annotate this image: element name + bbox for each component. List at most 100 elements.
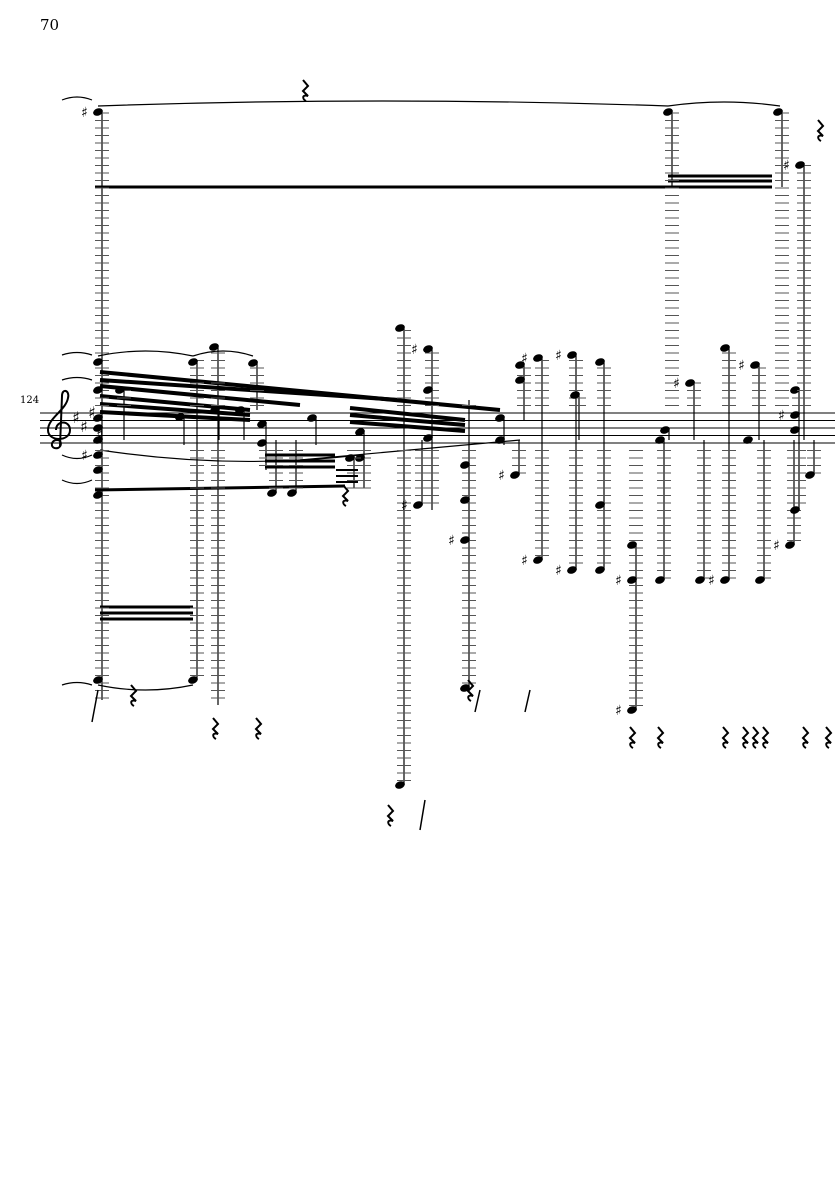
notehead xyxy=(93,676,103,684)
sharp-icon: ♯ xyxy=(72,408,80,427)
grace-stroke xyxy=(474,689,481,713)
notehead xyxy=(790,426,800,434)
slur xyxy=(192,350,254,357)
notehead xyxy=(257,420,267,428)
notehead xyxy=(209,343,219,351)
slur xyxy=(61,479,93,485)
sharp-icon: ♯ xyxy=(778,408,785,424)
notehead xyxy=(495,414,505,422)
notehead xyxy=(790,411,800,419)
grace-stroke xyxy=(91,689,99,723)
notehead xyxy=(655,436,665,444)
notes: ♯♯♯♯♯♯♯♯♯♯♯♯♯♯♯♯♯♯ xyxy=(81,105,821,789)
sharp-icon: ♯ xyxy=(88,403,96,422)
beam xyxy=(349,413,466,427)
notehead xyxy=(627,541,637,549)
notehead xyxy=(93,424,103,432)
slur xyxy=(61,454,93,460)
notehead xyxy=(595,358,605,366)
notehead xyxy=(795,161,805,169)
notehead xyxy=(248,359,258,367)
notehead xyxy=(627,576,637,584)
notehead xyxy=(395,324,405,332)
notehead xyxy=(188,676,198,684)
notehead xyxy=(93,414,103,422)
notehead xyxy=(785,541,795,549)
sharp-icon: ♯ xyxy=(448,533,455,549)
notehead xyxy=(663,108,673,116)
notehead xyxy=(567,566,577,574)
notehead xyxy=(750,361,760,369)
notehead xyxy=(595,566,605,574)
page-number: 70 xyxy=(40,16,60,34)
notehead xyxy=(93,491,103,499)
notehead xyxy=(533,354,543,362)
notehead xyxy=(515,376,525,384)
grace-stroke xyxy=(524,689,531,713)
quarter-rest-icon xyxy=(824,726,833,749)
slur xyxy=(97,684,194,691)
sharp-icon: ♯ xyxy=(673,376,680,392)
beam xyxy=(99,370,501,412)
quarter-rest-icon xyxy=(741,726,750,749)
notehead xyxy=(790,386,800,394)
quarter-rest-icon xyxy=(721,726,730,749)
notehead xyxy=(460,496,470,504)
slur xyxy=(97,350,194,357)
treble-clef-icon xyxy=(46,390,72,450)
notehead xyxy=(805,471,815,479)
notehead xyxy=(287,489,297,497)
sharp-icon: ♯ xyxy=(411,342,418,358)
notehead xyxy=(93,358,103,366)
measure-number: 124 xyxy=(20,395,40,406)
quarter-rest-icon xyxy=(656,726,665,749)
notehead xyxy=(515,361,525,369)
notehead xyxy=(210,406,220,414)
notehead xyxy=(743,436,753,444)
notehead xyxy=(495,436,505,444)
notehead xyxy=(720,576,730,584)
beams xyxy=(94,174,772,621)
quarter-rest-icon xyxy=(129,684,138,707)
slur xyxy=(97,100,669,107)
quarter-rest-icon xyxy=(816,119,825,142)
sharp-icon: ♯ xyxy=(498,468,505,484)
grace-stroke xyxy=(419,799,426,831)
slur xyxy=(61,681,93,686)
notehead xyxy=(460,684,470,692)
quarter-rest-icon xyxy=(341,484,350,507)
sharp-icon: ♯ xyxy=(615,573,622,589)
quarter-rest-icon xyxy=(801,726,810,749)
slur xyxy=(61,96,93,101)
sharp-icon: ♯ xyxy=(555,563,562,579)
notehead xyxy=(115,386,125,394)
notehead xyxy=(93,466,103,474)
beam xyxy=(99,384,301,407)
beam xyxy=(349,406,466,422)
sharp-icon: ♯ xyxy=(80,417,88,436)
notehead xyxy=(460,461,470,469)
slur xyxy=(61,351,93,356)
sharp-icon: ♯ xyxy=(401,498,408,514)
sharp-icon: ♯ xyxy=(81,105,88,121)
sharp-icon: ♯ xyxy=(521,553,528,569)
sharp-icon: ♯ xyxy=(708,573,715,589)
notehead xyxy=(460,536,470,544)
beam xyxy=(99,410,251,422)
notehead xyxy=(790,506,800,514)
notehead xyxy=(307,414,317,422)
quarter-rest-icon xyxy=(301,79,310,102)
notehead xyxy=(755,576,765,584)
quarter-rest-icon xyxy=(628,726,637,749)
notehead xyxy=(235,406,245,414)
quarter-rest-icon xyxy=(386,804,395,827)
notehead xyxy=(595,501,605,509)
notehead xyxy=(423,386,433,394)
notehead xyxy=(267,489,277,497)
notehead xyxy=(655,576,665,584)
beam xyxy=(349,420,466,433)
notehead xyxy=(395,781,405,789)
notehead xyxy=(627,706,637,714)
notehead xyxy=(93,108,103,116)
